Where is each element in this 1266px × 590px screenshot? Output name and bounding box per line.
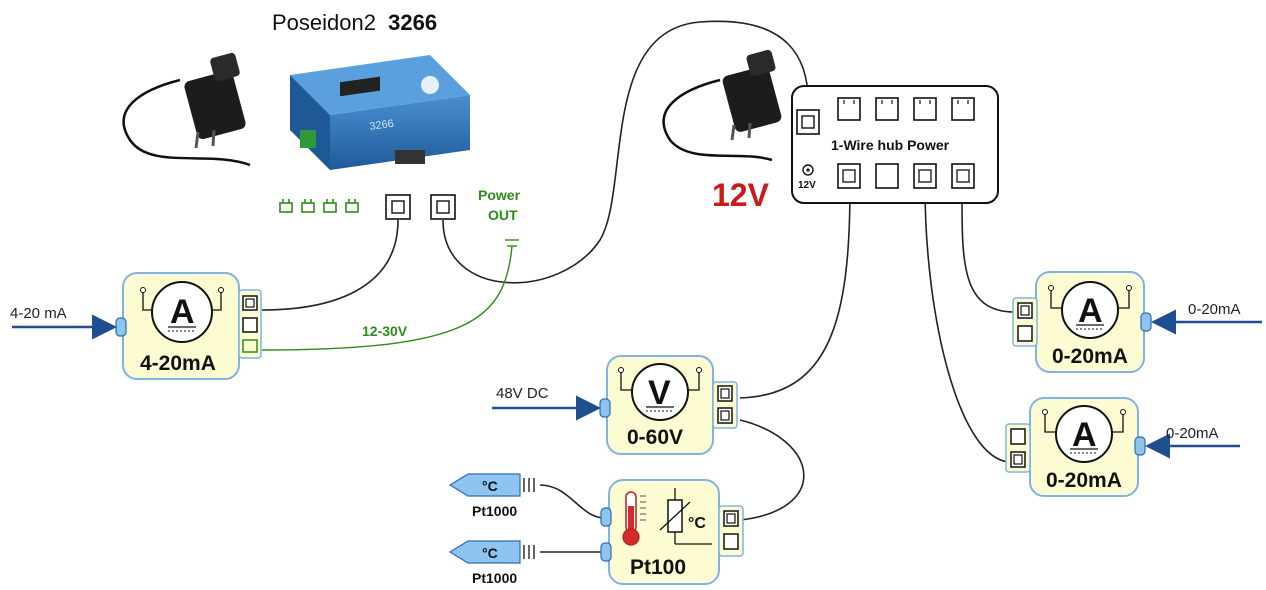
probe-2-label: Pt1000: [472, 570, 517, 586]
meter-letter-020-bottom: A: [1072, 416, 1097, 454]
probe-2-unit: °C: [482, 545, 498, 561]
module-title-060v: 0-60V: [627, 426, 683, 449]
cable-hub-to-060v: [739, 185, 851, 399]
module-title-pt100: Pt100: [630, 556, 686, 579]
input-label-060v: 48V DC: [496, 385, 549, 402]
probe-1-label: Pt1000: [472, 503, 517, 519]
power-out-cable: [261, 245, 513, 351]
probe-1: [448, 473, 535, 497]
cable-poseidon-to-hub: [442, 20, 809, 284]
power-out-voltage: 12-30V: [362, 323, 408, 339]
hub-jack-label: 12V: [798, 180, 816, 191]
meter-letter-420: A: [170, 293, 195, 331]
module-title-020-bottom: 0-20mA: [1046, 469, 1122, 492]
input-label-020-top: 0-20mA: [1188, 301, 1241, 318]
device-title-name: Poseidon2: [272, 10, 376, 35]
cable-hub-to-020-top: [961, 185, 1016, 313]
device-box-model: 3266: [369, 118, 395, 133]
input-label-020-bottom: 0-20mA: [1166, 425, 1219, 442]
adapter-voltage-label: 12V: [712, 177, 770, 213]
poseidon-port-2: [430, 194, 456, 220]
module-0-60v: [599, 355, 738, 455]
hub-label: 1-Wire hub Power: [831, 137, 950, 153]
cable-hub-to-020-bottom: [924, 185, 1011, 463]
module-0-20ma-top: [1012, 271, 1152, 373]
meter-letter-020-top: A: [1078, 292, 1103, 330]
terminal-blocks: [279, 199, 359, 213]
module-pt100: [600, 479, 744, 585]
probe-1-unit: °C: [482, 478, 498, 494]
meter-letter-060v: V: [648, 374, 671, 412]
cable-probe1: [539, 484, 606, 519]
power-adapter-left: [122, 52, 251, 167]
one-wire-hub: [791, 85, 999, 204]
cable-060v-to-pt100: [739, 419, 805, 521]
power-adapter-hub: [662, 49, 782, 162]
pt100-unit: °C: [688, 515, 706, 532]
input-label-420: 4-20 mA: [10, 305, 67, 322]
module-title-420: 4-20mA: [140, 352, 216, 375]
device-title-model: 3266: [388, 10, 437, 35]
device-title: Poseidon2 3266: [272, 10, 437, 35]
poseidon-device: 3266: [290, 55, 470, 170]
module-title-020-top: 0-20mA: [1052, 345, 1128, 368]
power-out-label-line2: OUT: [488, 207, 518, 223]
cables: [261, 20, 1016, 553]
poseidon-port-1: [385, 194, 411, 220]
ground-symbol: [505, 239, 519, 247]
module-4-20ma: [115, 272, 262, 380]
cable-poseidon-to-420: [261, 219, 399, 311]
probe-2: [448, 540, 535, 564]
power-out-label-line1: Power: [478, 187, 521, 203]
module-0-20ma-bottom: [1005, 397, 1146, 497]
